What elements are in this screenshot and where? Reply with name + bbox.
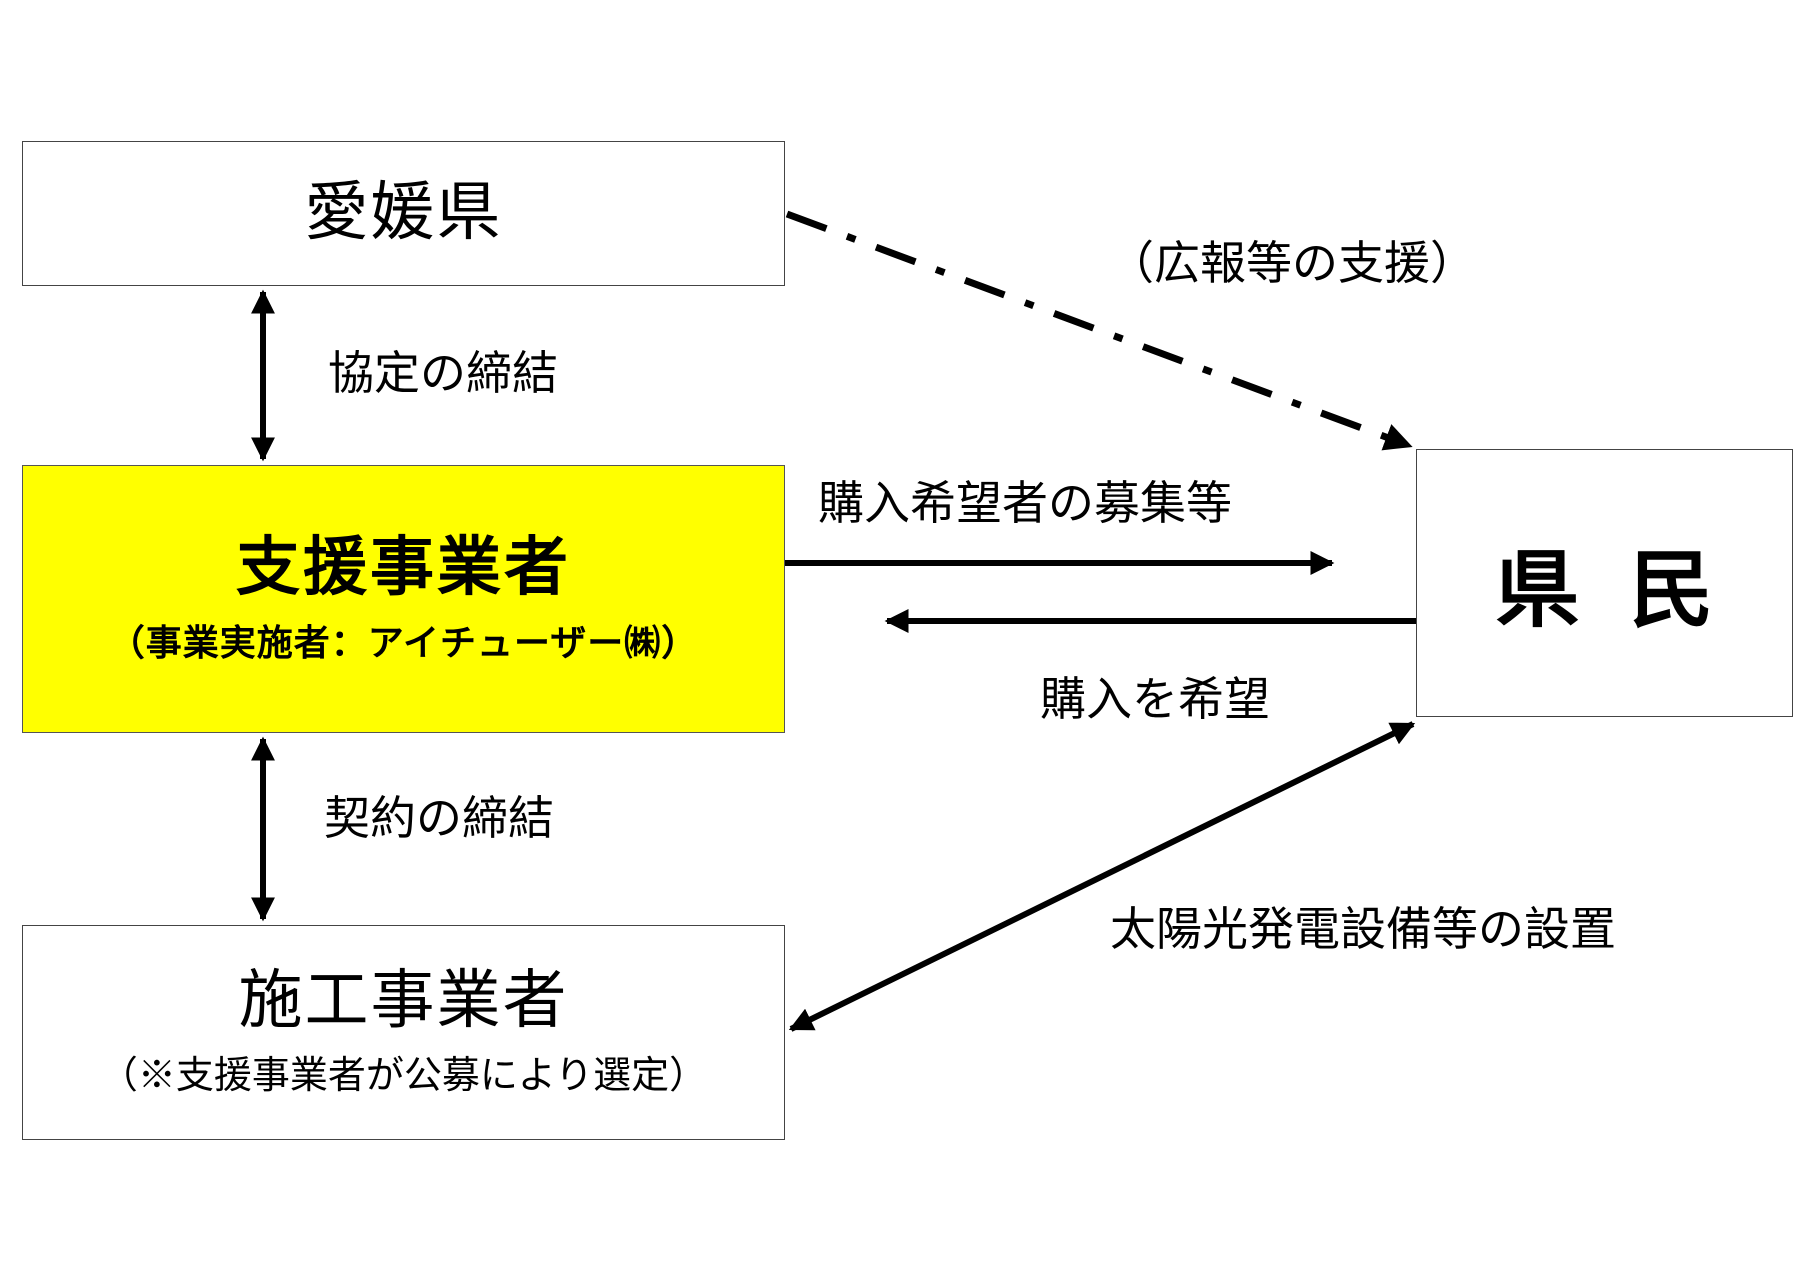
node-construction-operator: 施工事業者 （※支援事業者が公募により選定） bbox=[22, 925, 785, 1140]
node-title: 支援事業者 bbox=[236, 531, 571, 606]
node-title: 県民 bbox=[1495, 540, 1764, 639]
pr-support-arrow bbox=[785, 210, 1413, 451]
pr-support-label: （広報等の支援） bbox=[1108, 236, 1476, 290]
node-subtitle: （事業実施者：アイチューザー㈱） bbox=[108, 622, 699, 664]
node-title: 施工事業者 bbox=[238, 963, 569, 1038]
node-subtitle: （※支援事業者が公募により選定） bbox=[99, 1053, 708, 1098]
install-arrow bbox=[788, 721, 1416, 1032]
recruit-label: 購入希望者の募集等 bbox=[818, 476, 1232, 530]
node-support-operator: 支援事業者 （事業実施者：アイチューザー㈱） bbox=[22, 465, 785, 733]
agreement-label: 協定の締結 bbox=[328, 346, 558, 400]
wish-label: 購入を希望 bbox=[1040, 672, 1270, 726]
node-residents: 県民 bbox=[1416, 449, 1793, 717]
contract-label: 契約の締結 bbox=[324, 791, 554, 845]
node-ehime-prefecture: 愛媛県 bbox=[22, 141, 785, 286]
node-title: 愛媛県 bbox=[304, 176, 503, 251]
install-label: 太陽光発電設備等の設置 bbox=[1110, 902, 1616, 956]
